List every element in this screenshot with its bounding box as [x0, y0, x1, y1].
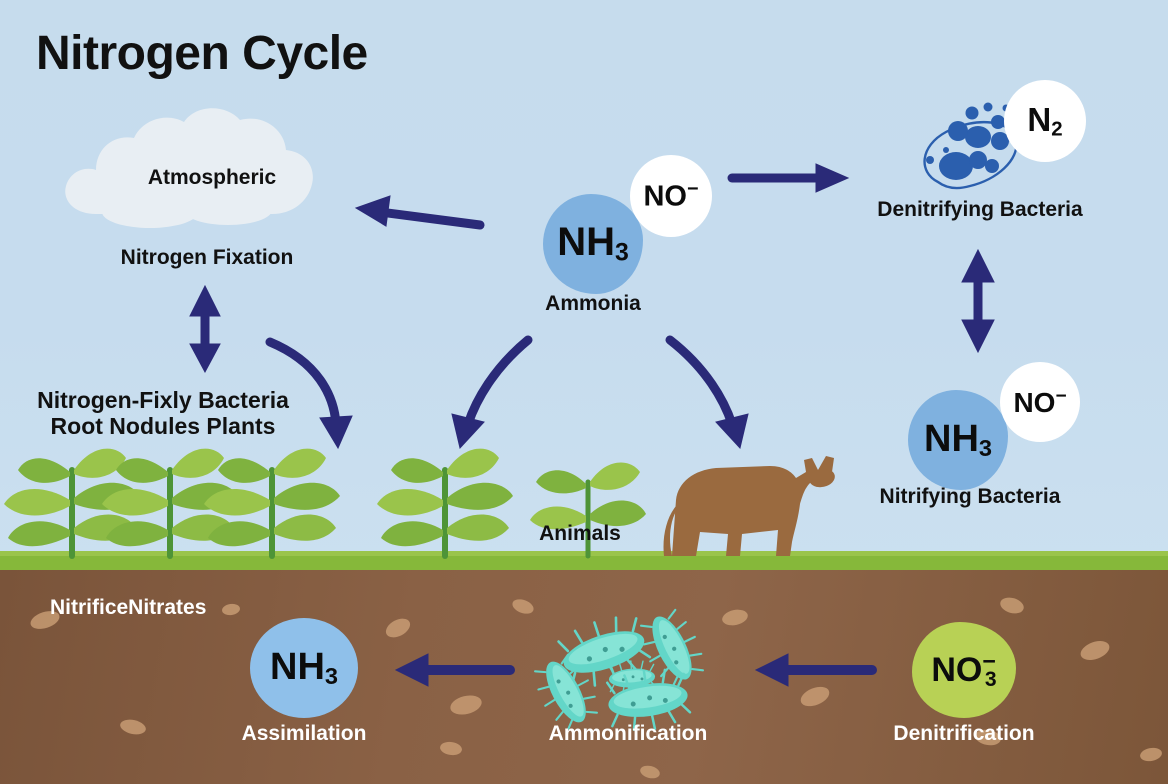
nitrogen-gas-formula: N2	[1027, 100, 1063, 141]
arrow-ammonia-to-animals	[665, 335, 749, 450]
arrow-fixation-to-plants	[265, 337, 353, 450]
arrow-group	[189, 163, 995, 687]
nitrate-ion-top: NO−	[630, 155, 712, 237]
bacteria-line-2: Root Nodules Plants	[50, 412, 276, 439]
arrow-ammonia-to-atmosphere	[354, 195, 485, 230]
plant-icon	[204, 449, 340, 556]
bacteria-rod-icon	[527, 604, 712, 736]
denitrification-label: Denitrification	[893, 722, 1035, 745]
denitrification-formula: NO−3	[931, 648, 997, 691]
grass-band	[0, 551, 1168, 573]
bacteria-line-1: Nitrogen-Fixly Bacteria	[37, 387, 289, 413]
ammonia-formula: NH3	[557, 219, 629, 267]
arrow-nitrogen-fixation-double	[189, 284, 221, 374]
nitrifying-nitrate-formula: NO−	[1013, 386, 1067, 418]
assimilation-label: Assimilation	[241, 722, 367, 745]
arrow-denitrification-to-ammonification	[754, 653, 877, 687]
nitrogen-fixation-label: Nitrogen Fixation	[120, 246, 294, 269]
cow-icon	[663, 456, 835, 556]
plant-icon	[377, 449, 513, 556]
nitrifying-ammonia-formula: NH3	[924, 417, 992, 461]
animals-label: Animals	[539, 522, 621, 545]
nitrogen-gas-molecule: N2	[1004, 80, 1086, 162]
nitrifying-nitrate-ion: NO−	[1000, 362, 1080, 442]
ammonia-molecule: NH3	[543, 194, 643, 294]
ammonia-label: Ammonia	[545, 292, 641, 315]
assimilation-formula: NH3	[270, 645, 338, 689]
nitrifying-ammonia-molecule: NH3	[908, 390, 1008, 490]
denitrifying-bacteria-label: Denitrifying Bacteria	[877, 198, 1083, 221]
assimilation-molecule: NH3	[250, 618, 358, 718]
arrow-nitrate-to-denitrifying	[727, 163, 850, 193]
ammonification-label: Ammonification	[548, 722, 708, 745]
nitrate-ion-formula: NO−	[643, 178, 699, 213]
cloud-icon	[65, 108, 313, 228]
arrow-ammonia-to-plants	[451, 335, 533, 450]
nitrates-label: NitrificeNitrates	[50, 596, 207, 619]
atmospheric-label: Atmospheric	[147, 166, 277, 189]
arrow-nitrifying-double	[961, 248, 995, 354]
nitrogen-fixing-bacteria-label: Nitrogen-Fixly Bacteria Root Nodules Pla…	[22, 387, 304, 440]
page-title: Nitrogen Cycle	[36, 27, 368, 80]
denitrification-molecule: NO−3	[912, 622, 1016, 718]
nitrifying-bacteria-label: Nitrifying Bacteria	[879, 485, 1061, 508]
arrow-ammonification-to-assimilation	[394, 653, 515, 687]
